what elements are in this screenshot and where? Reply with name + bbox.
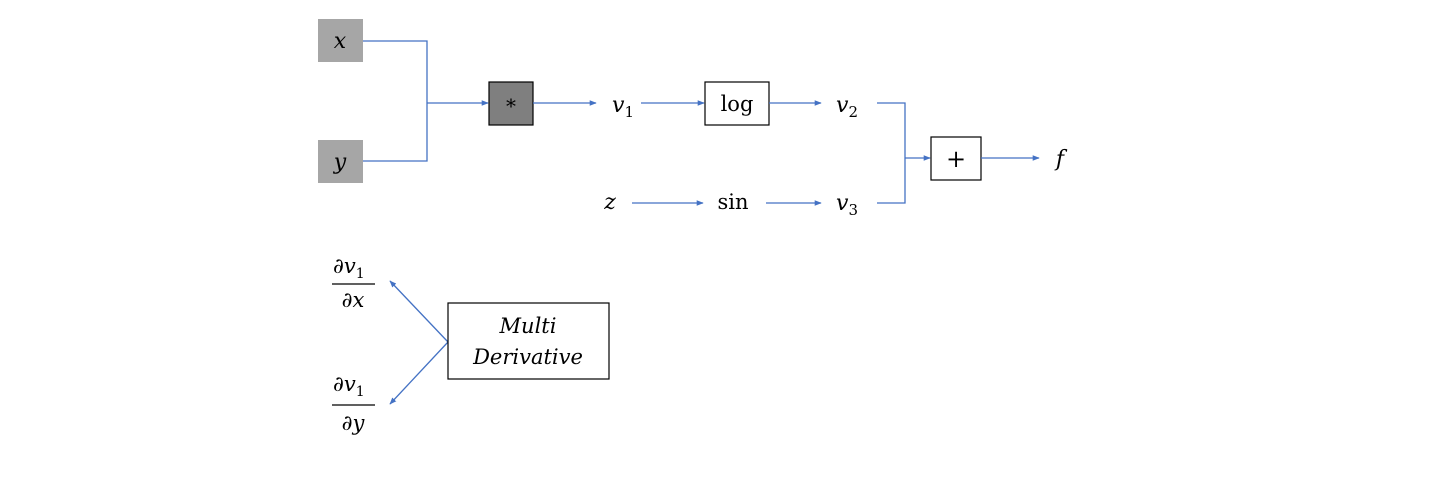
log-label: log (721, 92, 754, 116)
edge-y-to-merge (363, 103, 428, 162)
input-z-label: z (603, 190, 616, 215)
plus-symbol: + (946, 145, 966, 173)
multi-derivative-line2: Derivative (472, 345, 583, 369)
input-node-x: x (318, 19, 363, 62)
derivative-dv1-dx: ∂v1 ∂x (332, 254, 375, 312)
input-node-y: y (318, 140, 363, 183)
v2-label: v2 (836, 93, 858, 121)
edge-x-to-merge (363, 40, 428, 103)
edge-v2-to-merge (877, 102, 906, 158)
plus-node: + (930, 136, 982, 181)
input-y-label: y (333, 150, 347, 175)
edge-multiderivative-to-dx (389, 280, 449, 343)
log-node: log (704, 81, 770, 126)
derivative-top-denominator: ∂x (342, 288, 365, 312)
v3-label: v3 (836, 191, 858, 219)
multi-derivative-node: Multi Derivative (447, 302, 610, 380)
derivative-bottom-numerator: ∂v1 (333, 372, 365, 400)
multi-derivative-line1: Multi (499, 314, 557, 338)
derivative-dv1-dy: ∂v1 ∂y (332, 372, 375, 435)
sin-label: sin (717, 190, 748, 214)
edge-v3-to-merge (877, 158, 906, 204)
input-x-label: x (334, 29, 347, 54)
edge-multiderivative-to-dy (389, 341, 449, 405)
derivative-top-numerator: ∂v1 (333, 254, 365, 282)
derivative-bottom-denominator: ∂y (342, 411, 366, 435)
v1-label: v1 (612, 93, 634, 121)
multiply-symbol: * (506, 94, 516, 118)
output-f-label: f (1054, 147, 1068, 172)
multiply-node: * (488, 81, 534, 126)
